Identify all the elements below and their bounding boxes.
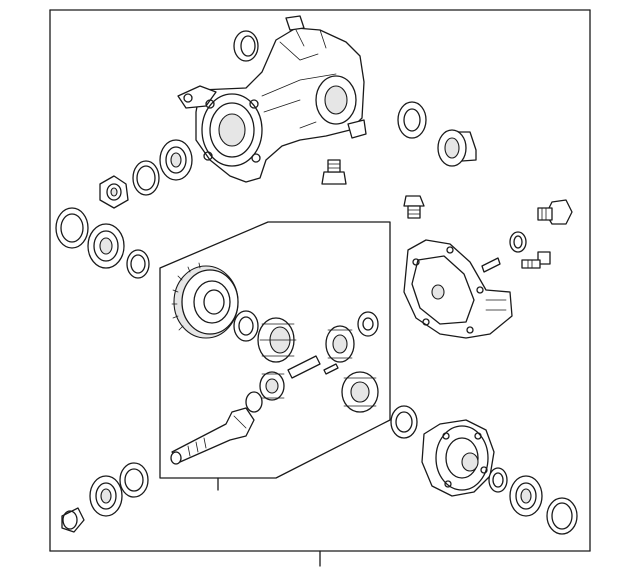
bolt-icon <box>321 159 347 185</box>
differential-case-icon <box>421 419 495 497</box>
seal-icon <box>233 30 259 62</box>
seal-icon <box>546 497 578 535</box>
bearing-icon <box>87 223 125 269</box>
diagram-frame <box>49 9 591 567</box>
gear-set-callout-box <box>159 221 391 491</box>
seal-icon <box>357 311 379 337</box>
pinion-shaft-icon <box>287 355 321 379</box>
seal-icon <box>119 462 149 498</box>
seal-icon <box>509 231 527 253</box>
pinion-gear-icon <box>259 371 285 401</box>
bearing-icon <box>509 475 543 517</box>
bearing-icon <box>89 475 123 517</box>
seal-icon <box>397 101 427 139</box>
bolt-icon <box>403 195 425 219</box>
seal-icon <box>390 405 418 439</box>
carrier-housing-icon <box>177 15 367 183</box>
seal-icon <box>55 207 89 249</box>
pinion-shaft-icon <box>323 363 339 375</box>
seal-icon <box>233 310 259 342</box>
nut-icon <box>99 175 129 209</box>
seal-icon <box>245 391 263 413</box>
bearing-icon <box>159 139 193 181</box>
pinion-shaft-icon <box>481 257 501 273</box>
pinion-gear-icon <box>341 371 379 413</box>
bolt-icon <box>521 251 551 269</box>
side-gear-icon <box>325 325 355 363</box>
seal-icon <box>126 249 150 279</box>
seal-icon <box>132 160 160 196</box>
side-gear-icon <box>257 317 297 363</box>
seal-icon <box>488 467 508 493</box>
rear-cover-icon <box>403 239 513 339</box>
bearing-icon <box>437 129 477 167</box>
ring-gear-icon <box>171 262 239 339</box>
bearing-icon <box>61 507 85 533</box>
pinion-shaft-icon <box>170 407 255 465</box>
bolt-icon <box>537 199 573 225</box>
